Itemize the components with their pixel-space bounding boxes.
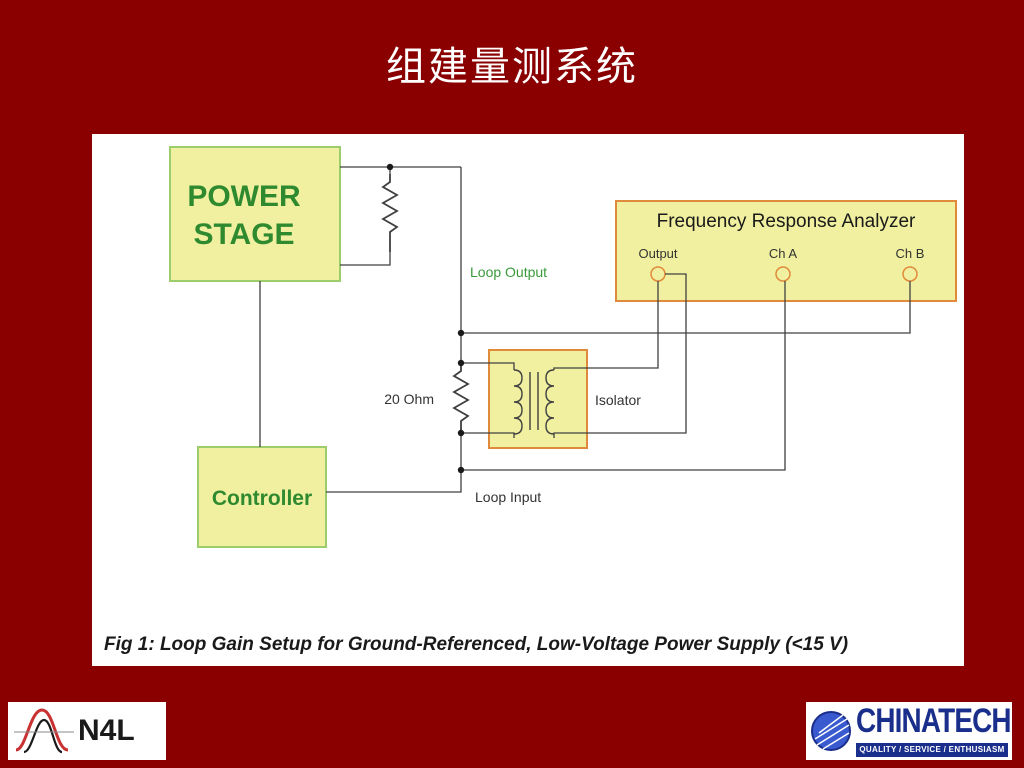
junction-top — [386, 163, 394, 171]
fra-box — [615, 200, 957, 302]
junction-chb — [457, 329, 465, 337]
resistor-20ohm-symbol — [452, 363, 470, 433]
isolator-box — [488, 349, 588, 449]
junction-dots — [386, 163, 465, 474]
fra-title: Frequency Response Analyzer — [657, 211, 916, 232]
figure-caption: Fig 1: Loop Gain Setup for Ground-Refere… — [104, 634, 849, 655]
isolator-label: Isolator — [595, 392, 641, 408]
resistor-label: 20 Ohm — [384, 391, 434, 407]
resistor-top-symbol — [381, 174, 399, 252]
fra-port-cha-connector — [775, 266, 791, 282]
loop-input-label: Loop Input — [475, 489, 541, 505]
wires — [259, 166, 911, 493]
power-stage-box — [169, 146, 341, 282]
junction-iso-bottom — [457, 429, 465, 437]
controller-box — [197, 446, 327, 548]
figure-panel: POWER STAGE Controller Frequency Respons… — [92, 134, 964, 666]
chinatech-logo-text: CHINATECH — [856, 702, 1012, 740]
chinatech-tagline: QUALITY / SERVICE / ENTHUSIASM — [856, 743, 1008, 757]
fra-port-chb-label: Ch B — [896, 246, 925, 261]
n4l-logo-text: N4L — [78, 714, 135, 747]
n4l-wave-icon — [14, 708, 74, 754]
fra-port-cha-label: Ch A — [769, 246, 798, 261]
fra-port-output-label: Output — [638, 246, 677, 261]
n4l-logo: N4L — [8, 702, 166, 760]
controller-label: Controller — [212, 487, 312, 510]
circuit-diagram: POWER STAGE Controller Frequency Respons… — [169, 146, 957, 548]
slide-title: 组建量测系统 — [386, 44, 638, 90]
power-stage-label-line1: POWER — [187, 180, 301, 213]
chinatech-logo: CHINATECH QUALITY / SERVICE / ENTHUSIASM — [806, 702, 1012, 760]
junction-iso-top — [457, 359, 465, 367]
loop-output-label: Loop Output — [470, 264, 547, 280]
junction-loop-input — [457, 466, 465, 474]
transformer-symbol — [513, 369, 555, 435]
globe-icon — [811, 711, 851, 751]
power-stage-label-line2: STAGE — [193, 218, 294, 251]
